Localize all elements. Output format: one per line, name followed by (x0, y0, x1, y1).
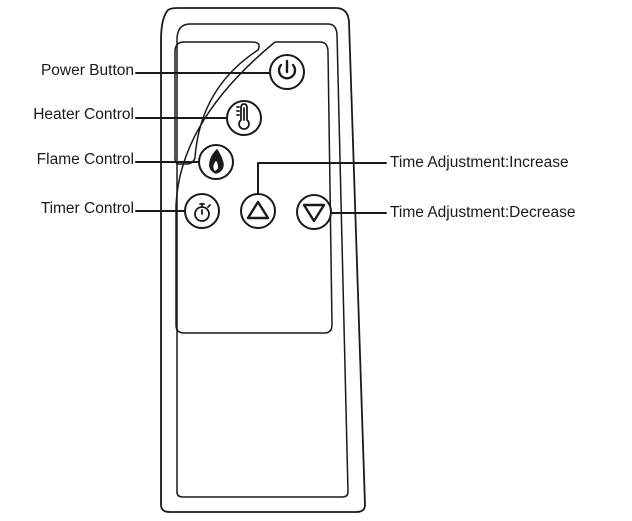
increase-leader-line (257, 162, 387, 197)
flame-button[interactable] (198, 144, 234, 180)
timer-button[interactable] (184, 193, 220, 229)
heater-button[interactable] (226, 100, 262, 136)
flame-control-label: Flame Control (36, 151, 134, 168)
power-button-label: Power Button (40, 62, 134, 79)
timer-control-label: Timer Control (40, 200, 134, 217)
button-panel-lower-outline (175, 41, 333, 334)
thermometer-icon (236, 103, 250, 130)
flame-icon (209, 149, 224, 174)
remote-body-outline (160, 7, 366, 513)
heater-control-label: Heater Control (33, 106, 134, 123)
remote-body-inner-outline (176, 23, 349, 498)
triangle-up-icon (246, 200, 270, 220)
time-increase-button[interactable] (240, 193, 276, 229)
power-icon (277, 59, 297, 80)
time-decrease-label: Time Adjustment:Decrease (390, 204, 576, 221)
stopwatch-icon (194, 203, 211, 222)
time-increase-label: Time Adjustment:Increase (390, 154, 569, 171)
power-button[interactable] (269, 54, 305, 90)
triangle-down-icon (302, 203, 326, 223)
time-decrease-button[interactable] (296, 194, 332, 230)
